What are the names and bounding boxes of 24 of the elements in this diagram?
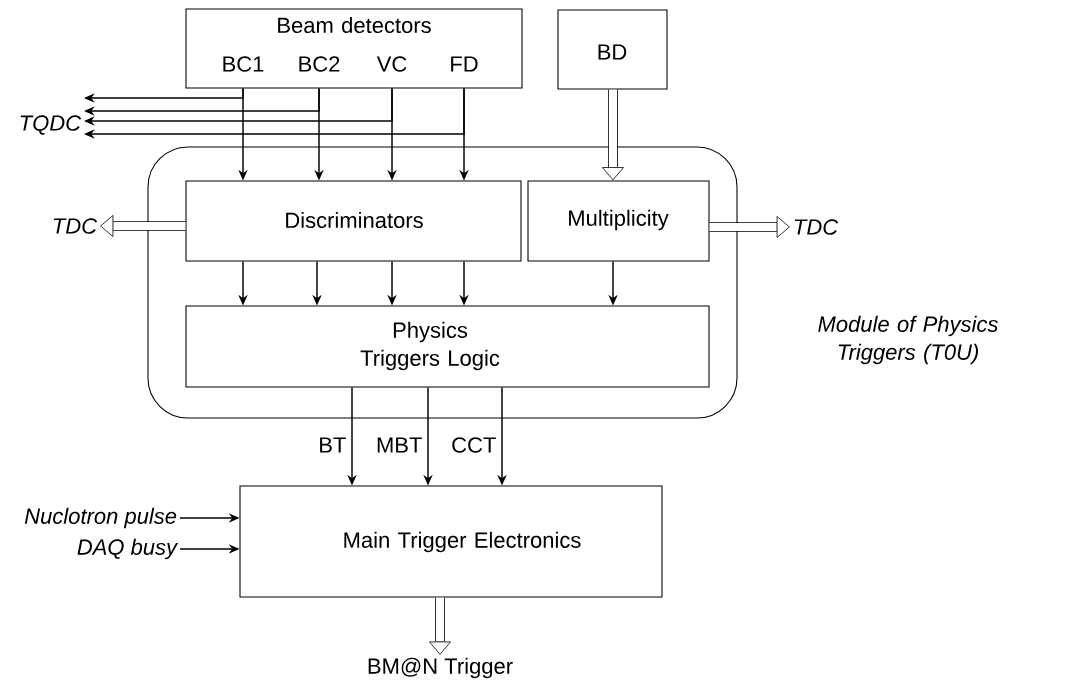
- signal-label: VC: [376, 56, 407, 72]
- box-title: BD: [598, 44, 627, 60]
- box-title: Beam detectors: [278, 16, 431, 34]
- module-label: Module of Physics Triggers (T0U): [818, 315, 998, 365]
- box-title: Discriminators: [286, 211, 423, 229]
- block-arrow: [100, 215, 186, 237]
- edge-label: BT: [316, 436, 348, 454]
- edge-label: CCT: [449, 435, 498, 455]
- signal-label: BC1: [223, 56, 264, 72]
- signal-label: BC2: [299, 56, 340, 72]
- signal-label: TQDC: [20, 115, 82, 135]
- signal-label: Nuclotron pulse: [24, 507, 177, 529]
- signal-label: DAQ busy: [77, 538, 179, 560]
- box-title: Multiplicity: [569, 209, 669, 231]
- signal-label: BM@N Trigger: [368, 657, 513, 679]
- block-arrow: [709, 216, 790, 238]
- signal-label: TDC: [53, 218, 98, 234]
- signal-label: TDC: [794, 219, 839, 235]
- edge-label: MBT: [374, 436, 424, 454]
- box-title: Physics Triggers Logic: [360, 321, 500, 371]
- box-title: Main Trigger Electronics: [344, 531, 581, 553]
- block-arrow: [602, 89, 624, 181]
- block-arrow: [429, 597, 451, 655]
- signal-label: FD: [451, 56, 478, 72]
